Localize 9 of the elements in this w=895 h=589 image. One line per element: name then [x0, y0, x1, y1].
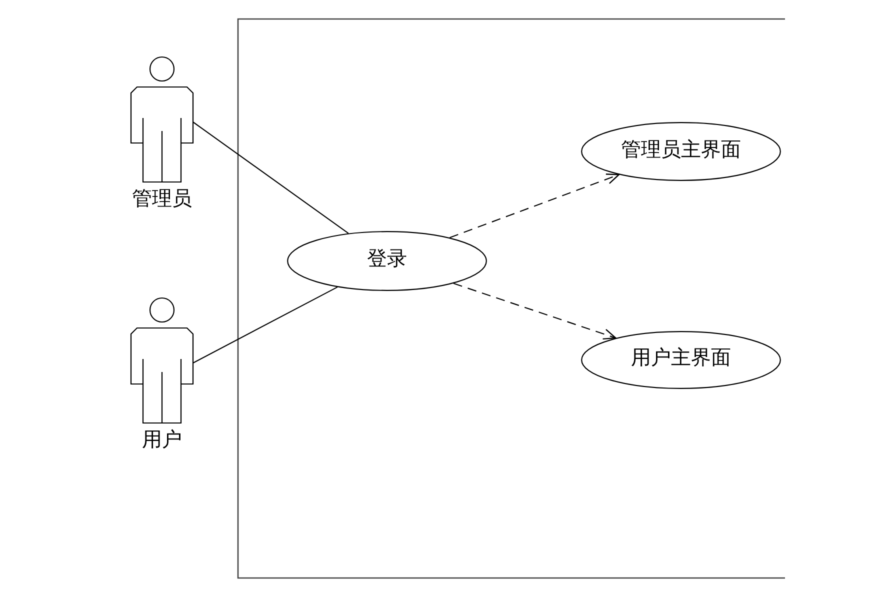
actor-label: 用户: [141, 428, 183, 452]
dashed-arrow: [453, 282, 616, 340]
dashed-arrow: [450, 174, 620, 238]
use-case-label: 用户主界面: [630, 346, 732, 370]
association-line: [192, 286, 338, 364]
association-line: [192, 122, 349, 234]
use-case-label: 登录: [366, 247, 408, 271]
use-case-label: 管理员主界面: [620, 138, 742, 162]
actor-label: 管理员: [131, 187, 193, 211]
